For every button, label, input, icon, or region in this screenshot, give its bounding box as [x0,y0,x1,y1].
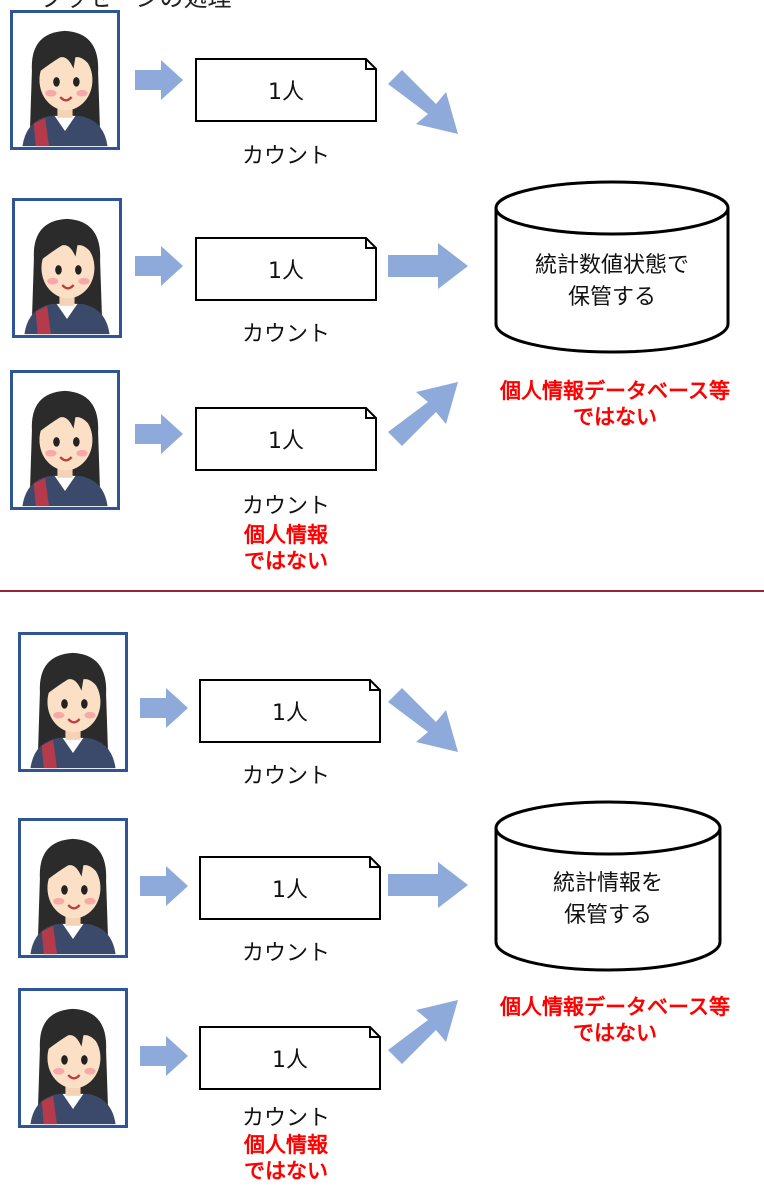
not-personal-database-note: 個人情報データベース等 ではない [470,378,760,430]
arrow-right-icon [140,688,188,728]
note-line-1: 個人情報 [244,523,328,547]
db-note-line-1: 個人情報データベース等 [500,995,730,1019]
count-caption: カウント [241,322,330,347]
arrow-right-icon [388,243,468,289]
arrow-down-right-icon [388,688,458,752]
count-card-label: 1人 [272,878,308,903]
count-card: 1人 [198,855,382,921]
db-note-line-2: ではない [573,405,657,429]
arrow-right-icon [135,246,183,286]
count-card-label: 1人 [272,1048,308,1073]
count-card: 1人 [194,406,378,472]
count-caption: カウント [241,764,330,789]
page-header-fragment: クッセージの処理 [40,0,232,13]
database-label-line-2: 保管する [567,285,656,310]
not-personal-info-note: 個人情報 ではない [186,1132,386,1184]
person-illustration-icon [21,991,125,1125]
count-card-label: 1人 [268,259,304,284]
db-note-line-1: 個人情報データベース等 [500,379,730,403]
arrow-right-icon [135,60,183,100]
note-line-2: ではない [244,549,328,573]
count-card: 1人 [194,236,378,302]
note-line-2: ではない [244,1159,328,1183]
arrow-down-right-icon [388,70,458,134]
arrow-up-right-icon [388,1000,458,1064]
arrow-up-right-icon [388,382,458,446]
count-card-label: 1人 [268,80,304,105]
count-caption: カウント [241,1106,330,1131]
arrow-right-icon [135,414,183,454]
count-caption: カウント [241,941,330,966]
note-line-1: 個人情報 [244,1133,328,1157]
count-card: 1人 [198,1025,382,1091]
person-photo [10,370,120,510]
person-photo [12,198,122,338]
person-illustration-icon [15,201,119,335]
database-label: 統計数値状態で 保管する [492,250,732,314]
person-illustration-icon [21,821,125,955]
db-note-line-2: ではない [573,1021,657,1045]
not-personal-database-note: 個人情報データベース等 ではない [470,994,760,1046]
count-card-label: 1人 [272,701,308,726]
database-cylinder-icon [494,800,722,972]
person-photo [18,818,128,958]
count-card: 1人 [198,678,382,744]
arrow-right-icon [140,866,188,906]
count-card: 1人 [194,57,378,123]
arrow-right-icon [140,1036,188,1076]
arrow-right-icon [388,862,468,908]
person-illustration-icon [13,373,117,507]
database-label-line-1: 統計数値状態で [534,253,689,278]
person-photo [10,10,120,150]
count-caption: カウント [241,144,330,169]
person-photo [18,632,128,772]
person-illustration-icon [13,13,117,147]
database-cylinder-icon [494,180,730,354]
database-label-line-2: 保管する [563,903,652,928]
person-photo [18,988,128,1128]
database-label-line-1: 統計情報を [552,871,663,896]
not-personal-info-note: 個人情報 ではない [186,522,386,574]
count-caption: カウント [241,494,330,519]
database-label: 統計情報を 保管する [492,868,724,932]
section-divider [0,590,764,592]
count-card-label: 1人 [268,429,304,454]
person-illustration-icon [21,635,125,769]
